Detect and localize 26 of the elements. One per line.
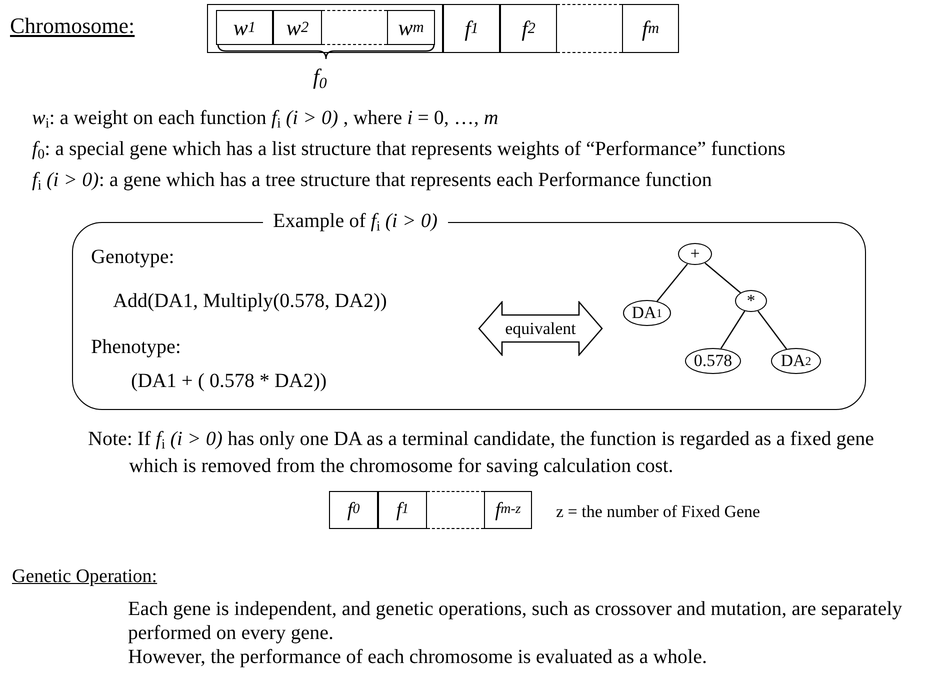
empty-gene-cell — [557, 4, 622, 53]
tree-branch — [704, 262, 742, 293]
section-label: Phenotype: — [91, 335, 181, 360]
empty-gene-cell — [322, 10, 387, 45]
empty-gene-cell — [427, 491, 484, 529]
code-expression: Add(DA1, Multiply(0.578, DA2)) — [113, 289, 387, 314]
paragraph-text: However, the performance of each chromosome is evaluated as a whole. — [128, 645, 707, 670]
tree-node-ellipse: + — [678, 243, 712, 265]
note-paragraph: Note: If f$_{i}$ (i > 0) has only one DA as a terminal candidate, the function is regarded as a fixed gene which is removed from the chromosome for saving calculation cost. — [88, 427, 876, 478]
tree-branch — [656, 263, 688, 302]
math-expression: (DA1 + ( 0.578 * DA2)) — [131, 369, 327, 394]
tree-branch — [720, 310, 746, 349]
definition-text: f$_{0}$: a special gene which has a list structure that represents weights of “Performance” functions — [32, 137, 786, 164]
gene-group-box — [207, 4, 443, 53]
definition-text: f$_{i}$ (i > 0): a gene which has a tree structure that represents each Performance function — [32, 168, 712, 195]
paragraph-text: Each gene is independent, and genetic operations, such as crossover and mutation, are separately performed on every gene. — [128, 597, 904, 645]
double-arrow: equivalent — [478, 301, 603, 356]
tree-node-ellipse: 0.578 — [685, 348, 741, 374]
legend-note: z = the number of Fixed Gene — [556, 501, 760, 522]
tree-branch — [758, 310, 788, 350]
section-label: Genotype: — [91, 245, 174, 270]
tree-node-ellipse: * — [735, 290, 767, 312]
definition-text: w$_{i}$: a weight on each function f$_{i}$ (i > 0) , where i = 0, …, m — [32, 106, 498, 133]
section-heading: Chromosome: — [10, 12, 135, 40]
brace-label: f$_{0}$ — [313, 63, 327, 94]
section-heading: Genetic Operation: — [12, 565, 158, 589]
